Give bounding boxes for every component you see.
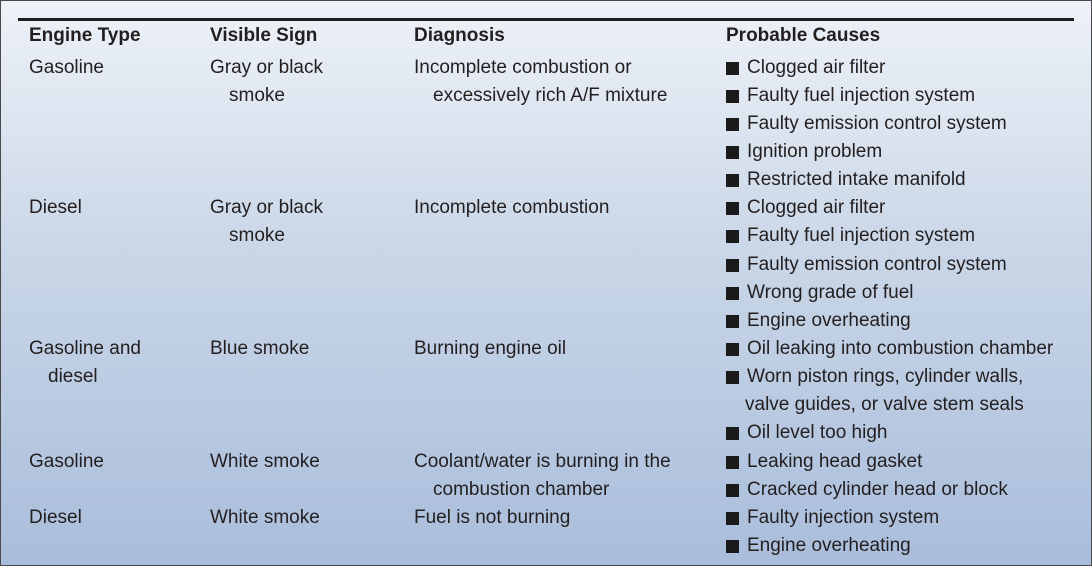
square-bullet-icon: [726, 511, 739, 525]
table-line: Diesel White smoke Fuel is not burning F…: [1, 504, 1091, 532]
square-bullet-icon: [726, 229, 739, 243]
cause-text: Ignition problem: [747, 141, 883, 162]
table-line: smoke excessively rich A/F mixture Fault…: [1, 82, 1091, 110]
engine-type-cell: Gasoline: [29, 451, 104, 472]
cause-item: Faulty emission control system: [726, 110, 1007, 138]
diagnosis-cell: Incomplete combustion or: [414, 57, 632, 78]
visible-sign-cell: smoke: [229, 225, 285, 246]
table-line: Faulty emission control system: [1, 110, 1091, 138]
cause-text: Cracked cylinder head or block: [747, 479, 1008, 500]
square-bullet-icon: [726, 117, 739, 131]
cause-text: Faulty fuel injection system: [747, 85, 976, 106]
diagnosis-cell: Burning engine oil: [414, 338, 567, 359]
square-bullet-icon: [726, 539, 739, 553]
square-bullet-icon: [726, 455, 739, 469]
header-engine-type: Engine Type: [29, 25, 141, 46]
cause-text: Restricted intake manifold: [747, 169, 966, 190]
cause-item: Oil level too high: [726, 419, 887, 447]
table-line: smoke Faulty fuel injection system: [1, 222, 1091, 250]
cause-item: Clogged air filter: [726, 54, 885, 82]
cause-text: Faulty injection system: [747, 507, 940, 528]
cause-text: Clogged air filter: [747, 197, 886, 218]
cause-item: Wrong grade of fuel: [726, 279, 914, 307]
header-probable-causes: Probable Causes: [726, 25, 881, 46]
cause-continuation: valve guides, or valve stem seals: [745, 394, 1024, 415]
square-bullet-icon: [726, 342, 739, 356]
header-visible-sign: Visible Sign: [210, 25, 318, 46]
table-line: Restricted intake manifold: [1, 166, 1091, 194]
square-bullet-icon: [726, 370, 739, 384]
cause-text: Worn piston rings, cylinder walls,: [747, 366, 1024, 387]
table-line: diesel Worn piston rings, cylinder walls…: [1, 363, 1091, 391]
square-bullet-icon: [726, 89, 739, 103]
square-bullet-icon: [726, 173, 739, 187]
cause-text: Clogged air filter: [747, 57, 886, 78]
visible-sign-cell: Gray or black: [210, 57, 323, 78]
diagnosis-cell: Coolant/water is burning in the: [414, 451, 671, 472]
cause-item: Faulty injection system: [726, 504, 939, 532]
cause-text: Oil level too high: [747, 422, 888, 443]
diagnosis-cell: Incomplete combustion: [414, 197, 610, 218]
engine-type-cell: diesel: [48, 366, 98, 387]
engine-type-cell: Diesel: [29, 197, 82, 218]
visible-sign-cell: Gray or black: [210, 197, 323, 218]
cause-item: Worn piston rings, cylinder walls,: [726, 363, 1023, 391]
square-bullet-icon: [726, 145, 739, 159]
diagnosis-cell: combustion chamber: [433, 479, 610, 500]
visible-sign-cell: White smoke: [210, 507, 320, 528]
cause-text: Oil leaking into combustion chamber: [747, 338, 1054, 359]
cause-item: Leaking head gasket: [726, 448, 922, 476]
cause-item: Engine overheating: [726, 532, 911, 560]
table-line: Faulty emission control system: [1, 251, 1091, 279]
square-bullet-icon: [726, 286, 739, 300]
cause-item: Faulty emission control system: [726, 251, 1007, 279]
cause-item: Oil leaking into combustion chamber: [726, 335, 1053, 363]
table-line: Gasoline and Blue smoke Burning engine o…: [1, 335, 1091, 363]
table-line: Oil level too high: [1, 419, 1091, 447]
cause-text: Faulty emission control system: [747, 254, 1007, 275]
square-bullet-icon: [726, 201, 739, 215]
table-line: valve guides, or valve stem seals: [1, 391, 1091, 419]
cause-item: Ignition problem: [726, 138, 882, 166]
square-bullet-icon: [726, 314, 739, 328]
visible-sign-cell: White smoke: [210, 451, 320, 472]
table-line: combustion chamber Cracked cylinder head…: [1, 476, 1091, 504]
cause-text: Faulty emission control system: [747, 113, 1007, 134]
header-rule: [18, 18, 1074, 21]
cause-item: Faulty fuel injection system: [726, 82, 975, 110]
header-diagnosis: Diagnosis: [414, 25, 505, 46]
cause-text: Engine overheating: [747, 535, 911, 556]
cause-item: Engine overheating: [726, 307, 911, 335]
square-bullet-icon: [726, 258, 739, 272]
table-line: Gasoline Gray or black Incomplete combus…: [1, 54, 1091, 82]
cause-item: Clogged air filter: [726, 194, 885, 222]
engine-type-cell: Gasoline and: [29, 338, 141, 359]
square-bullet-icon: [726, 483, 739, 497]
cause-item: Cracked cylinder head or block: [726, 476, 1008, 504]
engine-type-cell: Diesel: [29, 507, 82, 528]
table-line: Wrong grade of fuel: [1, 279, 1091, 307]
diagnosis-cell: excessively rich A/F mixture: [433, 85, 668, 106]
table-line: Diesel Gray or black Incomplete combusti…: [1, 194, 1091, 222]
cause-text: Leaking head gasket: [747, 451, 923, 472]
table-line: Engine overheating: [1, 307, 1091, 335]
visible-sign-cell: Blue smoke: [210, 338, 310, 359]
cause-text: Engine overheating: [747, 310, 911, 331]
visible-sign-cell: smoke: [229, 85, 285, 106]
square-bullet-icon: [726, 61, 739, 75]
cause-item: Faulty fuel injection system: [726, 222, 975, 250]
cause-text: Faulty fuel injection system: [747, 225, 976, 246]
cause-text: Wrong grade of fuel: [747, 282, 914, 303]
table-line: Gasoline White smoke Coolant/water is bu…: [1, 448, 1091, 476]
engine-type-cell: Gasoline: [29, 57, 104, 78]
table-line: Engine overheating: [1, 532, 1091, 560]
diagnosis-cell: Fuel is not burning: [414, 507, 571, 528]
square-bullet-icon: [726, 426, 739, 440]
table-line: Ignition problem: [1, 138, 1091, 166]
cause-item: Restricted intake manifold: [726, 166, 966, 194]
